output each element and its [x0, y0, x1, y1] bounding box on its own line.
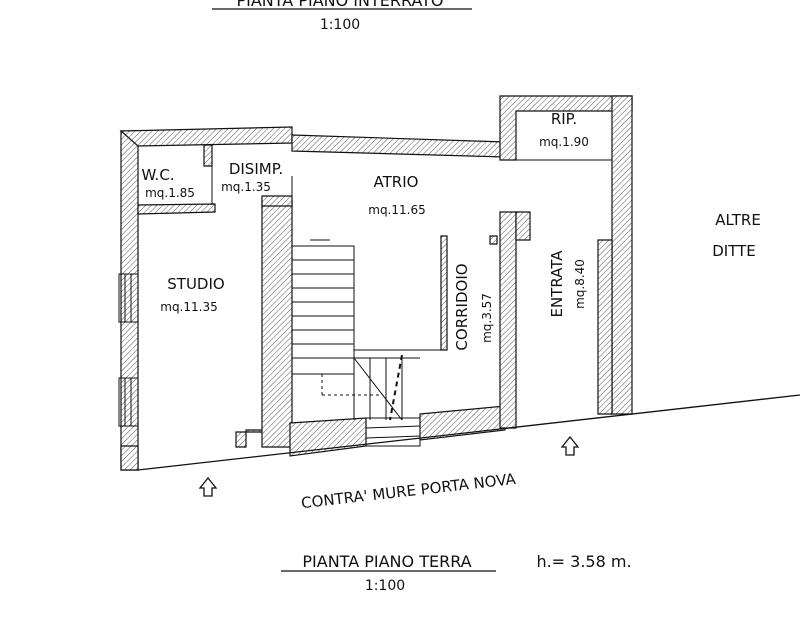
room-disimp-name: DISIMP.: [229, 160, 283, 178]
room-entrata-name: ENTRATA: [548, 250, 566, 318]
wall-studio: [235, 199, 293, 448]
room-atrio-name: ATRIO: [374, 173, 419, 191]
wall-corridor: [499, 211, 517, 429]
room-rip-name: RIP.: [551, 110, 577, 128]
street-name: CONTRA' MURE PORTA NOVA: [300, 470, 517, 512]
room-studio-name: STUDIO: [167, 275, 224, 293]
bottom-scale: 1:100: [365, 578, 405, 594]
room-entrata-area: mq.8.40: [573, 259, 587, 309]
room-wc-area: mq.1.85: [145, 186, 195, 200]
top-scale: 1:100: [320, 17, 360, 33]
wall-entrata: [597, 239, 613, 415]
top-title: PIANTA PIANO INTERRATO: [236, 0, 443, 10]
wall-corridor-thin: [440, 235, 448, 351]
height-note: h.= 3.58 m.: [536, 552, 631, 571]
room-corridoio-name: CORRIDOIO: [453, 263, 471, 350]
wall-top-left: [119, 126, 293, 147]
wall-wc-disimp: [203, 144, 213, 167]
room-atrio-area: mq.11.65: [368, 203, 425, 217]
wall-right: [611, 95, 633, 415]
walls: [119, 95, 633, 471]
top-title-group: PIANTA PIANO INTERRATO 1:100: [212, 0, 472, 33]
neighbor-line1: ALTRE: [715, 211, 761, 229]
neighbor-line2: DITTE: [712, 242, 756, 260]
studio-windows: [118, 273, 139, 427]
street-line: [137, 394, 800, 471]
room-disimp-area: mq.1.35: [221, 180, 271, 194]
wall-bottom-left: [289, 417, 367, 457]
room-studio-area: mq.11.35: [160, 300, 217, 314]
wall-wc: [137, 203, 216, 215]
wall-left: [120, 130, 139, 471]
bottom-title-group: PIANTA PIANO TERRA h.= 3.58 m. 1:100: [281, 552, 632, 594]
room-corridoio-area: mq.3.57: [480, 293, 494, 343]
entrance-arrow-icon: [560, 435, 580, 456]
wall-bottom-right: [419, 405, 506, 441]
entrance-arrow-icon: [198, 476, 218, 497]
bottom-title: PIANTA PIANO TERRA: [302, 552, 471, 571]
wall-top-middle: [291, 134, 506, 158]
room-wc-name: W.C.: [141, 166, 174, 184]
room-lines: [211, 159, 612, 447]
room-rip-area: mq.1.90: [539, 135, 589, 149]
